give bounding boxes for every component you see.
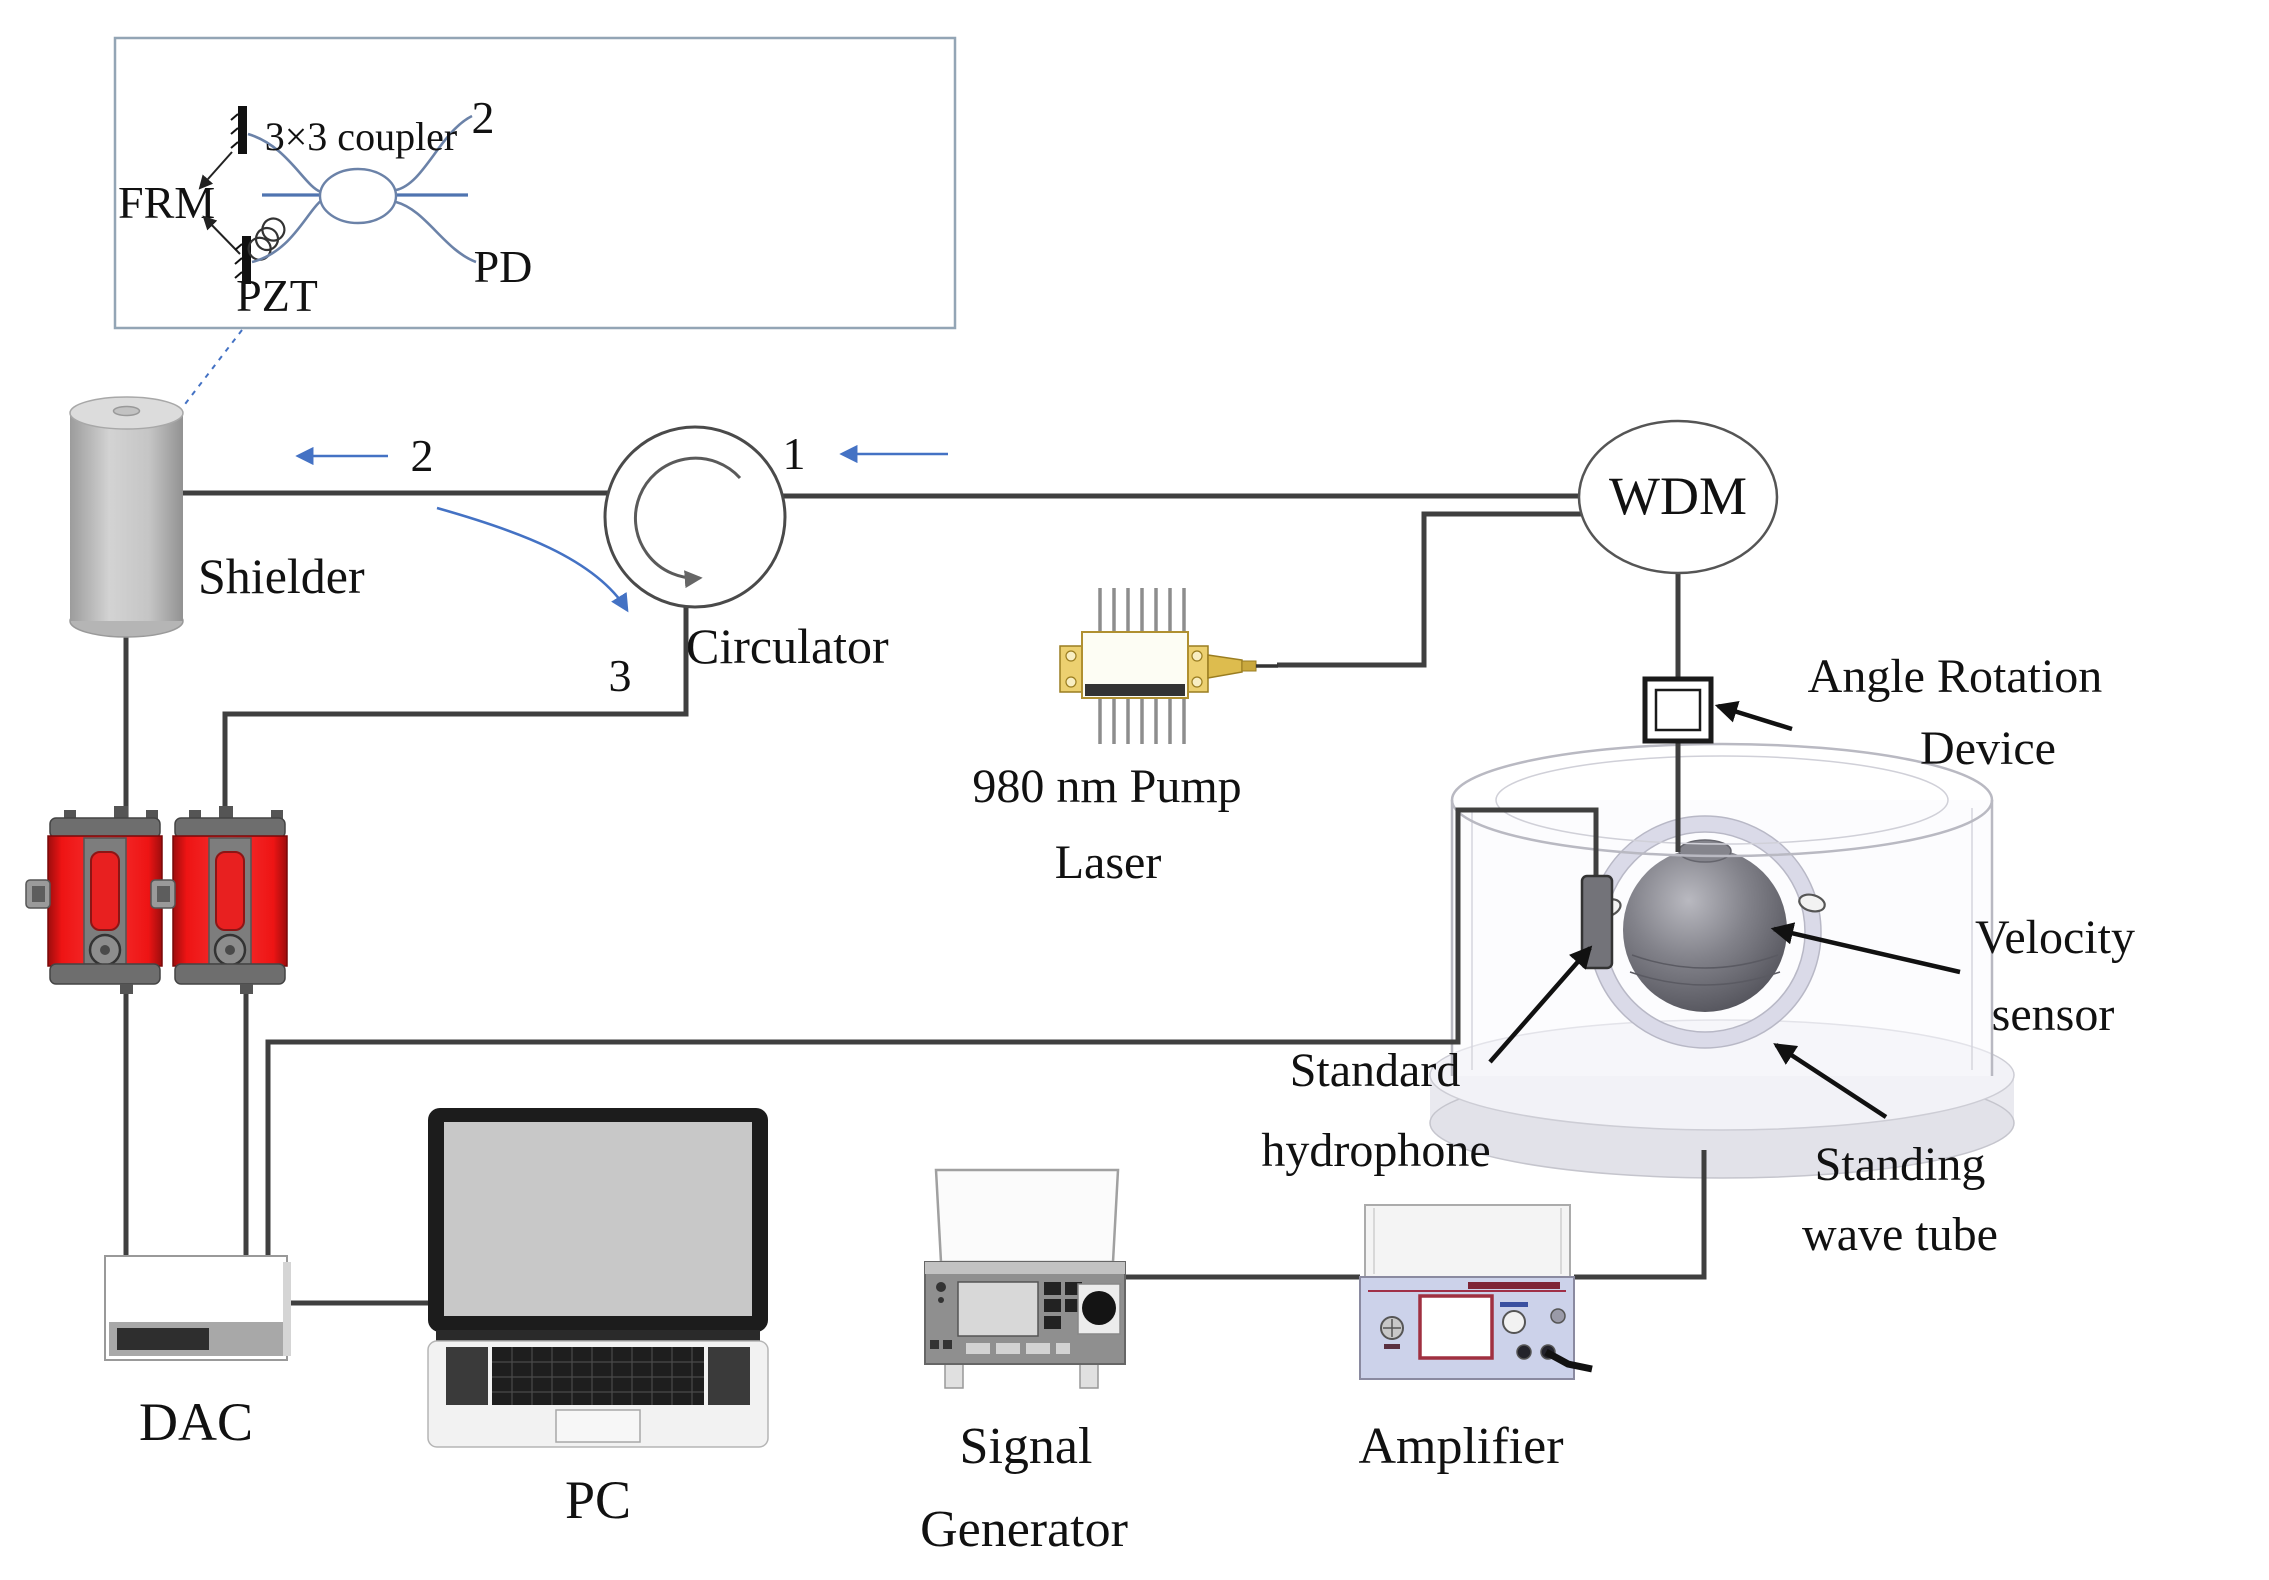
velocity-sensor-label-line2: sensor <box>1992 988 2115 1041</box>
pc-label: PC <box>565 1470 631 1530</box>
pzt-label: PZT <box>236 270 318 321</box>
velocity-sensor-label-line1: Velocity <box>1975 911 2135 964</box>
sensor-inset-box: FRM 3×3 coupler 2 PD PZT <box>113 36 957 330</box>
pc-speaker-left <box>446 1347 488 1405</box>
inset-port2-label: 2 <box>472 92 495 143</box>
velocity-sensor-arrow-icon <box>1770 922 1961 975</box>
inset-callout-dashed-line <box>181 329 243 409</box>
angle-rotation-arrow-icon <box>1714 700 1793 732</box>
pc-trackpad <box>555 1409 641 1443</box>
wire-amplifier-tube <box>1574 1150 1707 1280</box>
pc-keyboard <box>492 1347 704 1405</box>
amp-lid <box>1364 1204 1571 1278</box>
dac-display-slot <box>117 1328 209 1350</box>
shielder-top-hole <box>112 405 141 417</box>
circulator-port3-label: 3 <box>609 650 632 701</box>
laser-body-stripe <box>1085 684 1185 696</box>
laser-ferrule <box>1207 654 1243 679</box>
pc-speaker-right <box>708 1347 750 1405</box>
tube-top-rim-outer <box>1450 742 1994 858</box>
pc-screen <box>444 1122 752 1316</box>
pd-label: PD <box>474 241 533 292</box>
wire-hydrophone-dac <box>265 807 1599 1256</box>
standing-wave-tube <box>1429 742 2015 1179</box>
fiber-lower-left <box>251 197 324 264</box>
frm-label: FRM <box>118 177 215 228</box>
pc-laptop-icon <box>427 1108 769 1448</box>
standing-tube-label-line2: wave tube <box>1802 1208 1998 1261</box>
pc-keyboard-keys <box>492 1347 704 1405</box>
wdm-label: WDM <box>1609 466 1747 526</box>
sg-foot-right <box>1079 1361 1099 1389</box>
signal-generator-label-line2: Generator <box>920 1501 1128 1558</box>
circulator-port1-label: 1 <box>783 428 806 479</box>
standing-tube-arrow-icon <box>1773 1043 1888 1119</box>
fiber-upper-right <box>395 114 473 192</box>
tube-top-rim-inner <box>1495 755 1949 845</box>
mirror-2-icon <box>234 236 251 284</box>
dac-label: DAC <box>139 1392 253 1452</box>
amplifier-icon <box>1359 1204 1593 1380</box>
laser-ferrule-tip <box>1241 660 1257 672</box>
inset-border <box>113 36 957 330</box>
circulator-direction-arrow-icon <box>633 456 742 589</box>
coupler-ellipse-icon <box>318 167 398 225</box>
hydrophone-label-line1: Standard <box>1290 1044 1461 1097</box>
shielder-cylinder <box>69 396 184 638</box>
fiber-upper-left <box>247 132 322 194</box>
photodetector-module-2 <box>150 806 288 994</box>
amp-knob-right <box>1550 1308 1566 1324</box>
pzt-fiber-coil-icon <box>247 217 286 261</box>
pump-laser-label-line1: 980 nm Pump <box>972 760 1241 813</box>
photodetector-module-1 <box>25 806 163 994</box>
dac-box <box>104 1255 291 1361</box>
angle-rotation-label-line2: Device <box>1920 722 2056 775</box>
signal-generator-label-line1: Signal <box>960 1418 1093 1475</box>
pc-hinge <box>436 1330 760 1341</box>
pump-laser-label-line2: Laser <box>1055 836 1162 889</box>
amp-display <box>1418 1294 1494 1360</box>
mirror-1-icon <box>230 106 247 154</box>
circulator-label: Circulator <box>686 618 889 674</box>
amp-cable <box>1544 1348 1593 1373</box>
amp-model-text <box>1468 1282 1560 1289</box>
amp-bnc-1 <box>1516 1344 1532 1360</box>
wiring <box>123 490 1707 1306</box>
sg-knob <box>1082 1291 1116 1325</box>
sphere-seam-1 <box>1631 954 1779 969</box>
amplifier-label: Amplifier <box>1358 1418 1563 1475</box>
standard-hydrophone-probe <box>1580 874 1614 970</box>
sphere-hook-right <box>1798 893 1826 913</box>
frm-arrow-upper <box>198 151 233 190</box>
sg-foot-left <box>944 1361 964 1389</box>
circulator <box>603 425 787 609</box>
coupler-label: 3×3 coupler <box>265 114 458 159</box>
pump-laser-icon <box>1059 588 1278 744</box>
hydrophone-label-line2: hydrophone <box>1261 1124 1490 1177</box>
wire-circulator-port3 <box>222 606 689 820</box>
angle-rotation-device <box>1642 676 1714 744</box>
laser-pins-bottom <box>1098 698 1186 744</box>
angle-rotation-label-line1: Angle Rotation <box>1808 650 2103 703</box>
shielder-label: Shielder <box>198 548 365 604</box>
circulator-circle <box>603 425 787 609</box>
amp-knob-center <box>1502 1310 1526 1334</box>
velocity-sensor-sphere <box>1623 848 1787 1012</box>
flow-arrow-2-to-3-icon <box>436 506 629 613</box>
hydrophone-arrow-icon <box>1488 945 1593 1064</box>
signal-generator-icon <box>924 1168 1126 1389</box>
laser-pins-top <box>1098 588 1186 633</box>
fiber-lower-right <box>395 200 477 264</box>
sphere-seam-2 <box>1629 971 1781 986</box>
sg-open-lid <box>934 1168 1120 1264</box>
frm-arrow-lower <box>202 215 241 255</box>
circulator-port2-label: 2 <box>411 430 434 481</box>
sg-display <box>957 1281 1039 1337</box>
wdm-ellipse <box>1577 419 1779 575</box>
standing-tube-label-line1: Standing <box>1815 1138 1986 1191</box>
wire-pump-wdm <box>1277 511 1581 668</box>
